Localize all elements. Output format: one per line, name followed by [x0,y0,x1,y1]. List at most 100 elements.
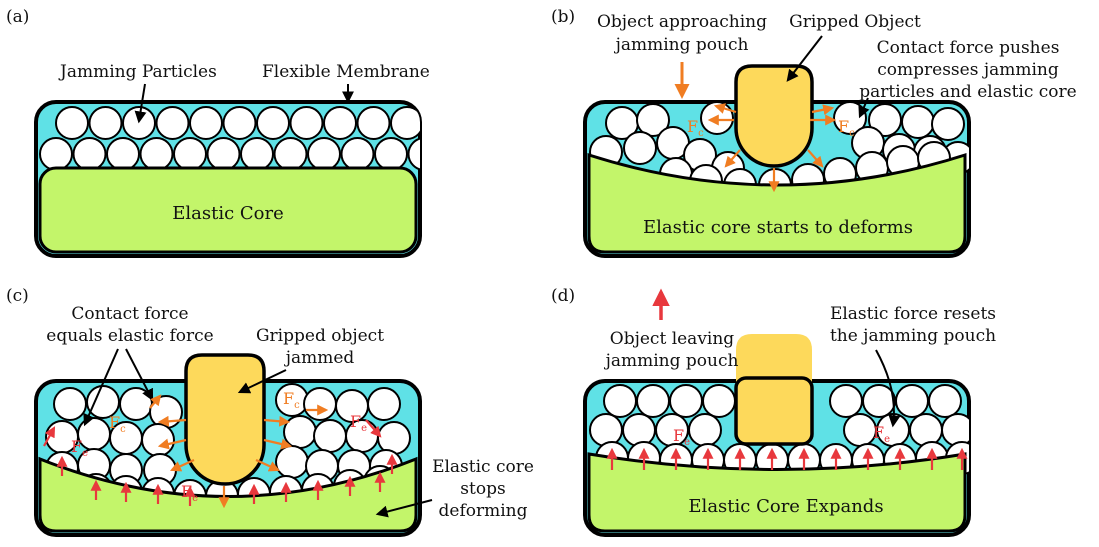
contact-force-arrow [255,458,281,472]
jamming-particle [273,137,308,171]
contact-label-1: Contact force pushes [877,38,1060,58]
jamming-particle [122,106,156,140]
contact-force-arrow [157,438,187,450]
contact-force-arrow [169,458,195,472]
jamming-particle [222,106,257,140]
panel-a: (a) Elastic Core Jamming Particles Flexi… [6,7,430,258]
pouch-b [583,100,971,258]
jammed-label-1: Gripped object [256,326,384,346]
jammed-pointer [237,369,287,394]
equal-pointer-2 [125,348,154,402]
elastic-force-arrow [365,419,382,438]
jamming-particle [303,387,337,421]
jamming-particle [323,106,357,140]
jamming-particle [340,137,375,171]
jamming-particle [603,384,637,418]
jamming-particle [283,415,317,449]
gripped-object-c [184,353,266,486]
fc-label-b2: Fc [838,117,855,139]
panel-b: (b) Elastic core starts to deforms Objec… [551,7,1077,258]
jamming-particles-a [39,106,420,171]
jamming-particle [390,106,420,140]
panel-d: (d) Elastic Core Expands Object leaving … [551,286,996,537]
approach-label-1: Object approaching [597,12,767,32]
contact-force-arrow [149,394,162,409]
jamming-particle [843,413,877,447]
contact-pointer [858,97,870,119]
jamming-particle [72,137,107,171]
equal-label-2: equals elastic force [46,326,213,346]
jamming-particle [931,107,965,141]
pouch-a [34,100,422,258]
jamming-particle [623,131,657,165]
jamming-particle [622,413,656,447]
contact-forces-b [707,103,837,193]
contact-force-arrow [724,149,741,168]
jamming-particle [307,137,341,171]
panel-c: (c) Contact force equals elastic force G… [6,286,534,537]
gripped-object-b [734,64,814,168]
reset-label-1: Elastic force resets [830,304,996,324]
panel-d-tag: (d) [551,286,575,306]
jamming-particle [688,413,722,447]
jamming-particle [374,137,408,171]
stops-label-3: deforming [439,501,528,521]
jamming-particle [702,384,736,418]
core-label-a: Elastic Core [172,203,284,224]
jamming-particle [240,137,274,171]
leaving-label-2: jamming pouch [604,351,739,371]
jammed-label-2: jammed [284,348,355,368]
contact-force-arrow [811,104,835,116]
jamming-particle [256,106,290,140]
jamming-particle [275,445,309,479]
fe-label-c3: Fe [181,482,198,504]
jamming-particle [367,387,401,421]
jamming-particle [313,419,347,453]
stops-label-1: Elastic core [432,457,534,477]
fe-label-d2: Fe [873,423,890,445]
jamming-particle [669,384,703,418]
reset-pointer [875,349,901,428]
jamming-particle [356,106,391,140]
gripped-pointer [786,35,823,82]
fe-label-d1: Fe [673,426,690,448]
elastic-core-d [587,452,967,533]
force-labels: Fc Fc Fc Fc Fe Fe Fe Fe Fe [71,117,890,504]
jamming-particle [589,413,623,447]
jamming-particle [868,103,902,137]
equal-pointer-1 [83,348,119,427]
jamming-particle [39,137,73,171]
panel-b-tag: (b) [551,7,575,27]
core-label-d: Elastic Core Expands [688,496,883,517]
particles-label: Jamming Particles [58,62,217,82]
particles-pointer [134,83,147,124]
equal-label-1: Contact force [71,304,188,324]
jamming-particle [862,384,896,418]
forces-c [43,394,398,509]
jamming-particle [155,106,190,140]
jamming-particle [407,137,420,171]
panel-a-tag: (a) [6,7,29,27]
panel-c-tag: (c) [6,286,29,306]
jamming-particle [909,413,943,447]
jamming-particle [829,384,863,418]
stops-label-2: stops [460,479,505,499]
contact-force-arrow [263,415,291,427]
reset-label-2: the jamming pouch [830,326,996,346]
elastic-force-arrow [43,426,56,447]
leaving-object-d [736,334,812,384]
fe-label-c2: Fe [350,412,367,434]
stops-pointer [375,499,433,518]
fc-label-b1: Fc [687,117,704,139]
pouch-d [583,379,971,537]
contact-label-3: particles and elastic core [859,82,1076,102]
jamming-particle [895,384,929,418]
gripped-object-label: Gripped Object [789,12,921,32]
membrane-label: Flexible Membrane [262,62,430,82]
fc-label-c2: Fc [283,389,300,411]
contact-force-arrow [713,103,737,114]
elastic-core-b [587,152,967,254]
jamming-particle [901,105,935,139]
fe-label-c1: Fe [71,437,88,459]
